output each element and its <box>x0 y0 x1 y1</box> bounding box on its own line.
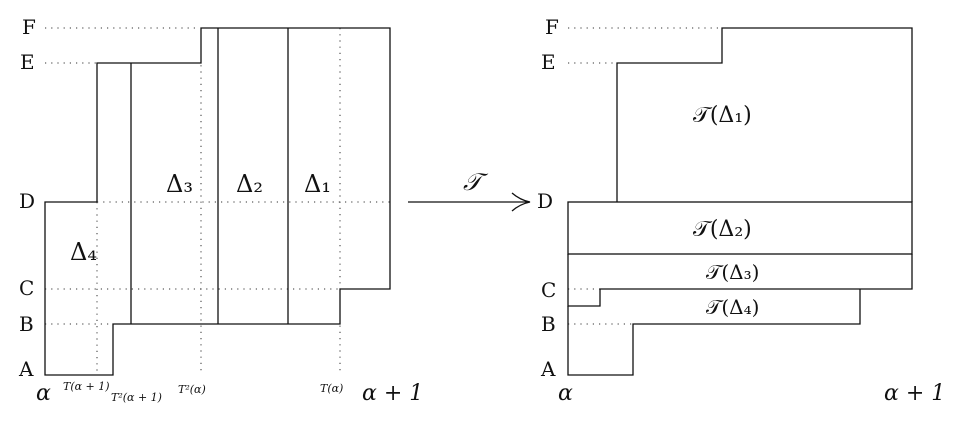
region-t-delta-1: 𝒯(Δ₁) <box>693 103 752 128</box>
right-guides <box>568 27 722 325</box>
arrow-head <box>511 192 531 212</box>
t-delta-1-box <box>616 27 913 202</box>
left-label-e: E <box>20 50 35 74</box>
region-t-delta-4: 𝒯(Δ₄) <box>706 295 759 319</box>
region-delta-2: Δ₂ <box>236 170 263 198</box>
t-delta-3-box <box>567 254 913 307</box>
left-outline <box>44 27 391 376</box>
map-arrow: 𝒯 <box>408 168 531 212</box>
left-diagram: F E D C B A α T(α + 1) T²(α + 1) T²(α) T… <box>18 15 423 406</box>
t2-alpha-label: T²(α) <box>178 383 206 396</box>
right-alpha-plus-1-label: α + 1 <box>884 381 945 406</box>
right-label-e: E <box>541 50 556 74</box>
right-alpha-label: α <box>558 381 573 406</box>
right-label-c: C <box>541 278 556 302</box>
left-label-a: A <box>18 357 34 381</box>
left-alpha-plus-1-label: α + 1 <box>362 381 423 406</box>
left-label-b: B <box>19 312 34 336</box>
region-delta-4: Δ₄ <box>70 238 97 266</box>
right-label-b: B <box>541 312 556 336</box>
right-label-a: A <box>540 357 556 381</box>
left-alpha-label: α <box>36 381 51 406</box>
region-t-delta-3: 𝒯(Δ₃) <box>706 260 759 284</box>
map-label: 𝒯 <box>463 168 489 196</box>
left-guides <box>45 27 390 375</box>
t-alpha-plus-1-label: T(α + 1) <box>63 380 110 393</box>
right-label-d: D <box>537 189 553 213</box>
region-delta-3: Δ₃ <box>166 170 193 198</box>
left-label-f: F <box>22 15 36 39</box>
left-label-c: C <box>19 276 34 300</box>
region-delta-1: Δ₁ <box>304 170 331 198</box>
right-diagram: F E D C B A α α + 1 𝒯(Δ₁) 𝒯(Δ₂) 𝒯(Δ₃) 𝒯(… <box>537 15 945 406</box>
t-delta-2-box <box>567 201 913 255</box>
t-delta-4-box <box>567 289 861 376</box>
t2-alpha-plus-1-label: T²(α + 1) <box>111 391 162 404</box>
right-label-f: F <box>545 15 559 39</box>
left-label-d: D <box>19 189 35 213</box>
t-alpha-label: T(α) <box>320 382 343 395</box>
region-t-delta-2: 𝒯(Δ₂) <box>693 217 752 242</box>
